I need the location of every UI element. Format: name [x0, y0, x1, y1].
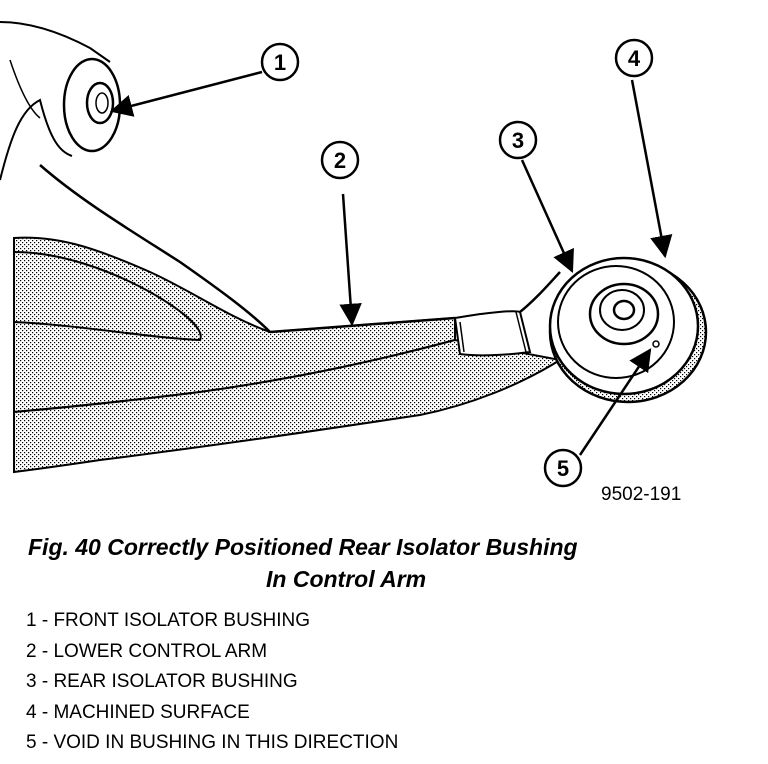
bushing-void-mark [652, 340, 660, 348]
callout-3: 3 [498, 120, 538, 160]
svg-text:2: 2 [334, 148, 346, 173]
rear-isolator-bushing [548, 256, 708, 404]
front-mount [0, 21, 111, 181]
svg-text:4: 4 [628, 46, 641, 71]
callout-4: 4 [614, 38, 654, 78]
svg-text:3: 3 [512, 128, 524, 153]
legend-item-2: 2 - LOWER CONTROL ARM [26, 640, 268, 662]
legend-item-3: 3 - REAR ISOLATOR BUSHING [26, 671, 298, 692]
figure-caption-line-2: In Control Arm [266, 566, 427, 592]
legend-item-1: 1 - FRONT ISOLATOR BUSHING [26, 610, 310, 631]
svg-text:1: 1 [274, 50, 286, 75]
legend-item-4: 4 - MACHINED SURFACE [26, 701, 250, 723]
figure-code: 9502-191 [601, 484, 681, 505]
callout-2: 2 [320, 140, 360, 180]
front-isolator-bushing [62, 57, 122, 153]
callout-5: 5 [543, 448, 583, 488]
svg-text:5: 5 [557, 456, 569, 481]
legend-item-5: 5 - VOID IN BUSHING IN THIS DIRECTION [26, 732, 399, 753]
figure-caption-line-1: Fig. 40 Correctly Positioned Rear Isolat… [28, 534, 578, 560]
lower-control-arm [13, 164, 563, 474]
callout-1: 1 [260, 42, 300, 82]
legend-list: 1 - FRONT ISOLATOR BUSHING 2 - LOWER CON… [26, 606, 398, 759]
callout-leaders [109, 70, 673, 456]
control-arm-illustration: 1 2 3 4 5 9502-191 [0, 21, 708, 505]
